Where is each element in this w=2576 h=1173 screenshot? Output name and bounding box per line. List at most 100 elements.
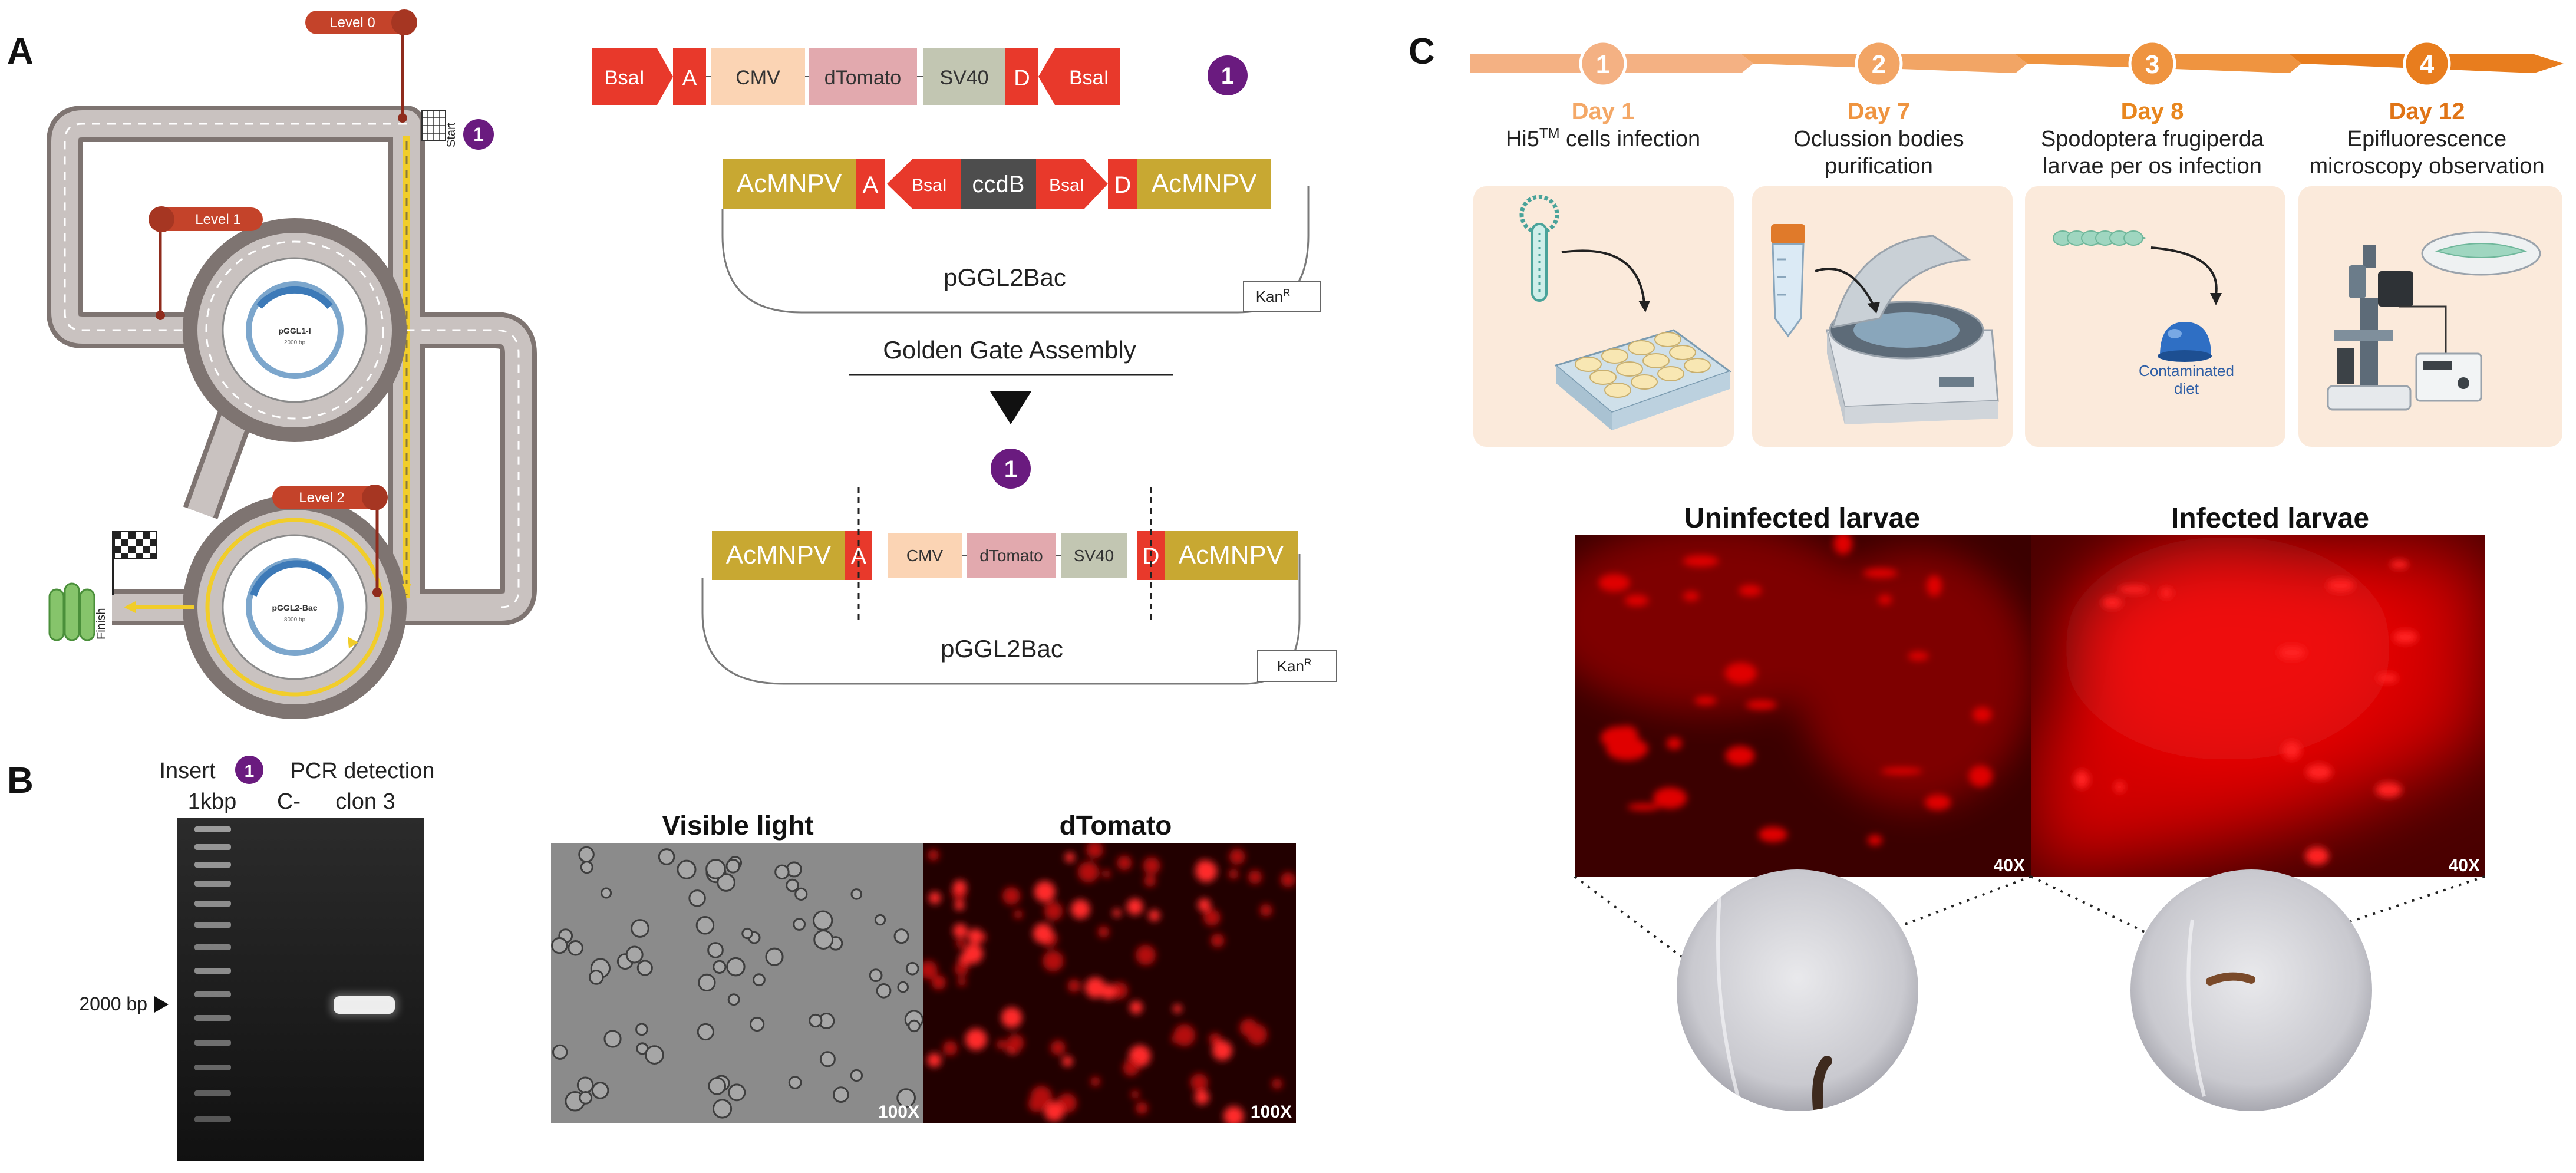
visible-cell <box>697 1023 714 1041</box>
uninfected-spot <box>1725 746 1755 766</box>
uninfected-spot <box>1653 787 1687 809</box>
uninfected-title: Uninfected larvae <box>1684 503 1920 534</box>
step-2-line1: Oclussion bodies <box>1793 127 1964 151</box>
visible-cell <box>717 873 735 892</box>
visible-cell <box>645 1045 664 1065</box>
dtomato-cell <box>1123 1059 1139 1076</box>
gel-insert-label: Insert <box>159 759 215 783</box>
visible-cell <box>741 927 753 940</box>
uninfected-spot <box>1746 700 1777 710</box>
visible-cell <box>552 1044 568 1060</box>
step-3-day: Day 8 <box>2121 98 2184 124</box>
dtomato-cell <box>1148 910 1160 921</box>
visible-cell <box>603 1030 622 1048</box>
infected-fluorescence-image <box>2031 535 2485 877</box>
uninfected-spot <box>1683 555 1719 567</box>
bottom-plasmid-disc <box>222 534 368 680</box>
diet-icon <box>2158 322 2212 362</box>
step-3: 3 Day 8 Spodoptera frugiperda larvae per… <box>2041 39 2264 179</box>
infected-spot <box>2278 645 2306 660</box>
visible-cell <box>728 1083 746 1102</box>
falcon-tube-icon <box>1771 224 1805 338</box>
uninfected-spot <box>1606 737 1648 761</box>
baculovirus-icon <box>48 582 95 641</box>
bottom-plasmid-size: 8000 bp <box>284 617 306 623</box>
infected-spot <box>2160 587 2173 598</box>
visible-cell <box>580 861 593 874</box>
dtomato-cell <box>1050 1040 1066 1055</box>
insert-dtomato-box <box>809 48 917 105</box>
uninfected-spot <box>1878 595 1892 605</box>
checkered-flag-icon <box>112 531 157 595</box>
infected-mag: 40X <box>2449 856 2480 875</box>
visible-cell <box>788 1076 802 1089</box>
yellow-loop-arrow <box>348 637 358 648</box>
bottom-plasmid-arc <box>250 560 333 597</box>
vector-bsai-left: BsaI <box>912 176 947 195</box>
step-1-day: Day 1 <box>1572 98 1635 124</box>
dtomato-cell <box>1067 979 1081 993</box>
step-2-num: 2 <box>1872 50 1886 79</box>
step-4: 4 Day 12 Epifluorescence microscopy obse… <box>2309 39 2545 179</box>
visible-cell <box>588 970 604 985</box>
visible-cell <box>753 973 766 987</box>
race-track-diagram: pGGL1-I 2000 bp pGGL2-Bac 8000 bp Start … <box>47 9 537 719</box>
gel-ladder-label: 1kbp <box>188 789 236 814</box>
dtomato-cell <box>1223 1106 1244 1123</box>
dtomato-cell <box>954 962 968 976</box>
visible-cell <box>897 981 909 993</box>
visible-cell <box>625 945 644 964</box>
step-3-card <box>2025 186 2285 447</box>
assembly-label: Golden Gate Assembly <box>883 336 1136 364</box>
microscope-icon <box>2327 231 2541 411</box>
visible-cell <box>908 1019 921 1033</box>
visible-cell <box>727 993 740 1006</box>
vector-kan-label: KanR <box>1256 287 1291 305</box>
vector-ccdb-box <box>961 159 1036 209</box>
dtomato-cell <box>1084 977 1106 999</box>
step-1: 1 Day 1 Hi5TM cells infection <box>1506 39 1700 151</box>
larva-icon <box>2053 230 2146 246</box>
dtomato-cell <box>956 938 966 948</box>
dtomato-cell <box>1044 901 1063 921</box>
insert-dtomato: dTomato <box>824 67 901 89</box>
top-plasmid-size: 2000 bp <box>284 340 306 346</box>
visible-cell <box>896 1088 916 1108</box>
visible-cell <box>601 887 612 899</box>
visible-cell <box>774 864 790 880</box>
dtomato-cell <box>1203 909 1221 926</box>
infected-title: Infected larvae <box>2171 503 2369 534</box>
visible-light-cells <box>551 846 923 1119</box>
vector-bsai-left-arrow <box>887 159 961 209</box>
pipette-icon <box>1519 195 1559 302</box>
dtomato-cell <box>1113 908 1122 917</box>
level0-pin-head <box>398 113 407 123</box>
infected-spot <box>2115 781 2125 793</box>
product-sv40: SV40 <box>1074 546 1114 565</box>
uninfected-spot <box>1694 696 1717 706</box>
start-grid <box>421 110 446 141</box>
visible-cell <box>551 937 568 954</box>
insert-sv40-box <box>923 48 1005 105</box>
infected-spot <box>2282 741 2301 760</box>
dtomato-cell <box>1190 1073 1208 1092</box>
visible-cell <box>749 1016 765 1032</box>
centrifuge-icon <box>1826 235 1999 424</box>
visible-cell <box>636 960 653 976</box>
infected-larva <box>2206 972 2255 986</box>
uninfected-larva <box>1812 1056 1832 1111</box>
timeline-steps: 1 Day 1 Hi5TM cells infection 2 Day 7 Oc… <box>1506 39 2545 179</box>
level0-pill-end <box>391 9 417 35</box>
vector-a-box <box>856 159 885 209</box>
infected-spot <box>2390 560 2409 569</box>
dtomato-cell <box>927 1053 942 1067</box>
step-4-num: 4 <box>2420 50 2435 79</box>
dtomato-cell <box>1136 1102 1148 1115</box>
level2-label: Level 2 <box>299 490 344 506</box>
step-3-circle <box>2128 39 2176 88</box>
insert-bsai-left-arrow <box>592 48 673 105</box>
insert-cmv: CMV <box>735 67 780 89</box>
dtomato-cell <box>1198 898 1211 912</box>
bottom-plasmid-yellow-loop <box>205 518 384 697</box>
product-acmnpv-left-box <box>712 531 845 580</box>
